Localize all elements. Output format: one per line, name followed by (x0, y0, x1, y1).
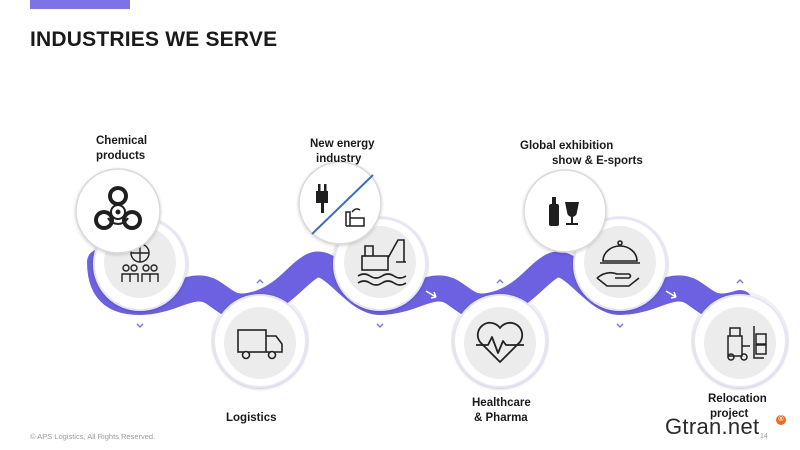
node-logistics (213, 294, 307, 388)
node-exhibition (573, 217, 667, 311)
copyright-text: © APS Logistics, All Rights Reserved. (30, 432, 156, 441)
label-line: project (710, 408, 749, 420)
flow-arrows (199, 289, 677, 313)
chevrons (136, 279, 744, 328)
factory-icon (345, 208, 365, 227)
page-number: 14 (760, 433, 768, 440)
label-new-energy: New energy industry (310, 137, 375, 167)
label-logistics: Logistics (226, 411, 276, 426)
registered-mark: ® (776, 415, 786, 425)
label-line: New energy (310, 138, 375, 150)
page-title: INDUSTRIES WE SERVE (30, 28, 278, 51)
label-relocation: Relocation project (708, 392, 767, 422)
label-line: & Pharma (474, 412, 528, 424)
chevron-up-icon (256, 279, 264, 284)
label-line: Healthcare (472, 397, 531, 409)
brand-logo: Gtran.net (665, 414, 760, 439)
chevron-up-icon (736, 279, 744, 284)
arrow-right-icon (199, 304, 211, 313)
label-line: Relocation (708, 393, 767, 405)
arrow-right-icon (545, 289, 557, 298)
node-healthcare (453, 294, 547, 388)
forklift-icon (727, 326, 767, 361)
chevron-down-icon (616, 323, 624, 328)
label-line: Global exhibition (520, 140, 614, 152)
chevron-down-icon (376, 323, 384, 328)
chevron-up-icon (496, 279, 504, 284)
node-new-energy-overlay (298, 161, 382, 245)
node-relocation (693, 294, 787, 388)
label-line: Logistics (226, 412, 277, 424)
oil-rig-icon (357, 239, 407, 286)
label-line: show & E-sports (552, 155, 643, 167)
arrow-right-icon (665, 290, 677, 299)
arrow-right-icon (425, 290, 437, 299)
biohazard-icon (94, 186, 142, 230)
node-exhibition-overlay (523, 169, 607, 253)
label-line: products (96, 150, 146, 162)
truck-icon (237, 329, 283, 360)
heartbeat-icon (476, 321, 524, 363)
accent-bar (30, 0, 130, 9)
label-chemical: Chemical products (96, 134, 147, 164)
arrow-right-icon (305, 289, 317, 298)
background-rings (91, 216, 789, 389)
chevron-down-icon (136, 323, 144, 328)
bottle-wine-glass-icon (549, 197, 579, 226)
label-healthcare: Healthcare & Pharma (472, 396, 531, 426)
label-line: industry (316, 153, 362, 165)
label-exhibition: Global exhibition show & E-sports (520, 139, 643, 169)
node-chemical-overlay (75, 168, 161, 254)
label-line: Chemical (96, 135, 148, 147)
serving-tray-icon (596, 240, 640, 287)
plug-icon (316, 184, 328, 213)
